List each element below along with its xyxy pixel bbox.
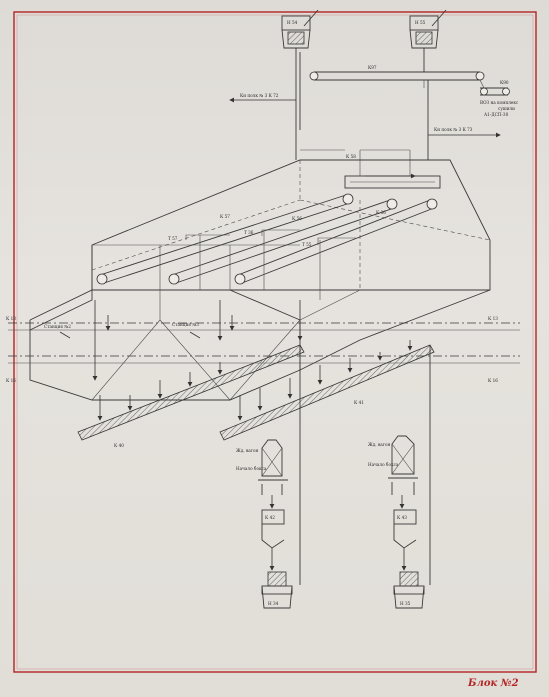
red-border-frame bbox=[13, 11, 537, 673]
t57-label: Т 57 bbox=[168, 236, 178, 241]
conveyor-k90-label: К90 bbox=[500, 80, 509, 85]
left-bottom-stack: Жд. вагон Начало бокса К 42 Н 34 bbox=[236, 439, 293, 609]
rail-k13-right-label: К 13 bbox=[488, 316, 498, 321]
conveyor-k58: К 58 bbox=[344, 154, 441, 189]
conveyor-k90: К90 bbox=[480, 80, 510, 96]
rail-k16-right-label: К 16 bbox=[488, 378, 498, 383]
k42-label: К 42 bbox=[265, 515, 275, 520]
right-bottom-stack: Жд. вагон Начало бокса К 43 Н 35 bbox=[368, 435, 425, 609]
to-bunker-label: Кн полк № 3 К 72 bbox=[240, 93, 279, 98]
right-unload-label: Начало бокса bbox=[368, 462, 399, 467]
k43-label: К 43 bbox=[397, 515, 407, 520]
station2-label: Станция №2 bbox=[44, 324, 71, 329]
collector-k40: К 40 bbox=[77, 344, 305, 448]
conveyor-k36-label: К 36 bbox=[376, 210, 386, 215]
conveyor-k58-label: К 58 bbox=[346, 154, 356, 159]
hopper-left-label: Н 54 bbox=[287, 20, 298, 25]
h34-label: Н 34 bbox=[268, 601, 279, 606]
complex-label-3: А1-ДСП-30 bbox=[484, 112, 509, 117]
lower-hoppers bbox=[29, 289, 491, 401]
block-title: Блок №2 bbox=[467, 678, 519, 689]
conveyor-k56: К 56 bbox=[168, 198, 398, 285]
left-unload-label: Начало бокса bbox=[236, 466, 267, 471]
conveyor-k56-label: К 56 bbox=[292, 216, 302, 221]
t36-label: Т 36 bbox=[244, 230, 254, 235]
right-scale-label: Жд. вагон bbox=[368, 442, 391, 447]
conveyor-k57-label: К 57 bbox=[220, 214, 230, 219]
hopper-right-label: Н 55 bbox=[415, 20, 426, 25]
rail-lines: К 13 К 13 К 16 К 16 bbox=[6, 316, 520, 383]
complex-label-2: сушили bbox=[498, 106, 515, 111]
t55-label: Т 55 bbox=[302, 242, 312, 247]
hopper-left: Н 54 bbox=[281, 9, 319, 52]
rail-k16-left-label: К 16 bbox=[6, 378, 16, 383]
h35-label: Н 35 bbox=[400, 601, 411, 606]
conveyor-k97: К97 bbox=[309, 65, 485, 81]
rail-k13-left-label: К 13 bbox=[6, 316, 16, 321]
inner-border-frame bbox=[16, 14, 534, 670]
complex-label-1: ВОЗ на комплекс bbox=[480, 100, 519, 105]
hopper-right: Н 55 bbox=[409, 9, 447, 52]
storage-housing bbox=[91, 159, 491, 291]
collector-k41: К 41 bbox=[219, 344, 435, 441]
collector-k40-label: К 40 bbox=[114, 443, 124, 448]
conveyor-k97-label: К97 bbox=[368, 65, 377, 70]
station3-label: Станция №3 bbox=[172, 322, 199, 327]
conveyor-k36: К 36 bbox=[234, 198, 438, 285]
conveyor-k57: К 57 bbox=[96, 193, 354, 285]
left-scale-label: Жд. вагон bbox=[236, 448, 259, 453]
to-mill-label: Кн полк № 3 К 73 bbox=[434, 127, 473, 132]
collector-k41-label: К 41 bbox=[354, 400, 364, 405]
